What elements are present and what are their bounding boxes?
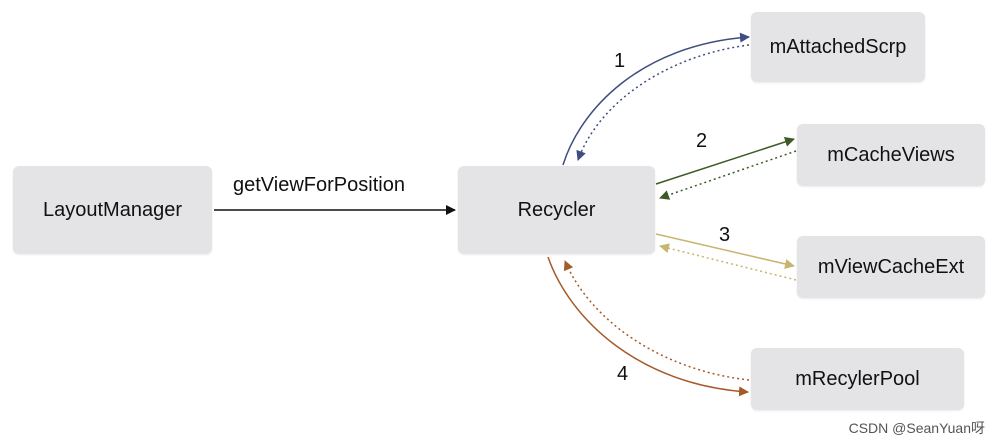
arrow-3-solid (655, 233, 795, 269)
step-1-label: 1 (614, 50, 626, 72)
layout-manager-node: LayoutManager (13, 166, 212, 254)
view-cache-ext-label: mViewCacheExt (817, 255, 965, 278)
recycler-pool-label: mRecylerPool (795, 367, 920, 390)
attached-scrap-label: mAttachedScrp (769, 35, 907, 58)
arrow-2-dotted (659, 150, 797, 200)
cache-views-label: mCacheViews (827, 143, 955, 166)
arrow-1-solid (562, 32, 750, 166)
watermark: CSDN @SeanYuan呀 (848, 420, 985, 436)
recycler-node: Recycler (458, 166, 655, 254)
step-2-label: 2 (696, 130, 708, 152)
step-4-label: 4 (617, 363, 629, 385)
arrow-3-dotted (659, 243, 797, 281)
step-3-label: 3 (719, 224, 731, 246)
arrow-2-solid (655, 137, 795, 185)
arrow-4-solid (547, 256, 749, 397)
arrow-4-dotted (563, 260, 750, 381)
get-view-for-position-label: getViewForPosition (233, 174, 405, 196)
attached-scrap-node: mAttachedScrp (751, 12, 925, 82)
arrow-1-dotted (576, 44, 750, 161)
recycler-pool-node: mRecylerPool (751, 348, 964, 410)
view-cache-ext-node: mViewCacheExt (797, 236, 985, 298)
layout-manager-label: LayoutManager (43, 198, 182, 221)
recycler-label: Recycler (517, 198, 596, 221)
cache-views-node: mCacheViews (797, 124, 985, 186)
